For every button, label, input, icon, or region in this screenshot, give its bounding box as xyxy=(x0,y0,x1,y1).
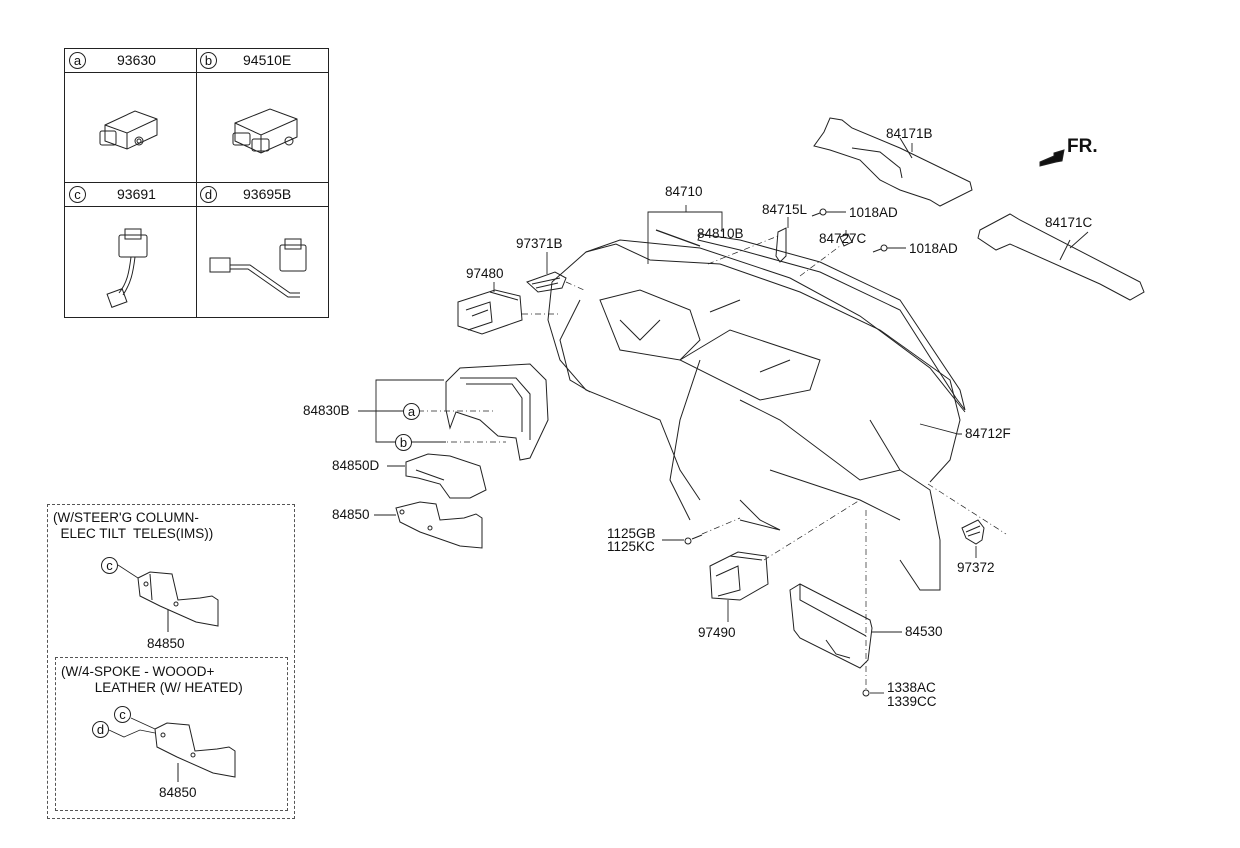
seal-strip-icon xyxy=(655,229,701,247)
option-note-ims: (W/STEER'G COLUMN- ELEC TILT TELES(IMS)) xyxy=(53,510,214,541)
part-label-1338AC[interactable]: 1338AC xyxy=(887,680,936,695)
alignment-lines xyxy=(412,235,1007,690)
nut-1338AC-icon xyxy=(862,689,870,697)
leader-lines xyxy=(358,143,1089,694)
callout-c-heated: c xyxy=(114,706,131,723)
legend-cell-a: a 93630 xyxy=(65,49,196,73)
air-vent-97490-icon xyxy=(709,551,769,601)
part-label-84850D[interactable]: 84850D xyxy=(332,458,380,473)
duct-84171C-icon xyxy=(977,213,1145,301)
part-label-1125GB[interactable]: 1125GB xyxy=(607,526,656,541)
callout-a-icon: a xyxy=(69,52,86,69)
part-label-84830B[interactable]: 84830B xyxy=(303,403,350,418)
option-box-ims xyxy=(47,504,295,819)
column-shroud-heated-icon xyxy=(108,717,236,782)
switch-93695B-icon xyxy=(209,238,307,298)
callout-c-ims: c xyxy=(101,557,118,574)
part-label-97371B[interactable]: 97371B xyxy=(516,236,563,251)
bracket-84715L-icon xyxy=(775,227,787,263)
duct-84171B-icon xyxy=(813,117,973,207)
switch-93691-icon xyxy=(106,228,148,308)
cluster-hood-84830B-icon xyxy=(445,363,549,461)
callout-a-main: a xyxy=(403,403,420,420)
airbag-module-84530-icon xyxy=(789,583,873,669)
callout-c-icon: c xyxy=(69,186,86,203)
legend-divider-horizontal xyxy=(65,182,328,183)
callout-b-main: b xyxy=(395,434,412,451)
part-label-1125KC[interactable]: 1125KC xyxy=(607,539,655,554)
option-box-heated xyxy=(55,657,288,811)
legend-table: a 93630 b 94510E c 93691 d 93695B xyxy=(64,48,329,318)
part-label-84810B[interactable]: 84810B xyxy=(697,226,744,241)
legend-part-c: 93691 xyxy=(117,186,156,202)
part-label-84850[interactable]: 84850 xyxy=(332,507,370,522)
part-label-84850-heated[interactable]: 84850 xyxy=(159,785,197,800)
defroster-grille-84810B-icon xyxy=(697,233,966,411)
clip-84727C-icon xyxy=(839,233,853,247)
part-label-97372[interactable]: 97372 xyxy=(957,560,995,575)
part-label-97490[interactable]: 97490 xyxy=(698,625,736,640)
part-label-84171B[interactable]: 84171B xyxy=(886,126,933,141)
switch-93630-icon xyxy=(99,110,158,150)
side-vent-97372-icon xyxy=(961,519,985,545)
column-shroud-ims-icon xyxy=(117,564,219,632)
bolt-1125GB-icon xyxy=(684,534,703,545)
bolt-1018AD-icon xyxy=(811,208,827,217)
callout-d-heated: d xyxy=(92,721,109,738)
part-label-1018AD-lower[interactable]: 1018AD xyxy=(909,241,958,256)
part-label-84850-ims[interactable]: 84850 xyxy=(147,636,185,651)
air-vent-97480-icon xyxy=(457,289,523,335)
part-label-1339CC[interactable]: 1339CC xyxy=(887,694,937,709)
part-label-84171C[interactable]: 84171C xyxy=(1045,215,1093,230)
column-cover-upper-84850D-icon xyxy=(405,453,487,499)
part-label-97480[interactable]: 97480 xyxy=(466,266,504,281)
part-label-1018AD-upper[interactable]: 1018AD xyxy=(849,205,898,220)
legend-cell-d: d 93695B xyxy=(196,183,329,207)
column-cover-lower-84850-icon xyxy=(395,501,483,549)
front-arrow-icon xyxy=(1039,149,1065,167)
switch-94510E-icon xyxy=(232,108,298,154)
part-label-84727C[interactable]: 84727C xyxy=(819,231,867,246)
callout-b-icon: b xyxy=(200,52,217,69)
part-label-84530[interactable]: 84530 xyxy=(905,624,943,639)
part-label-84710[interactable]: 84710 xyxy=(665,184,703,199)
legend-cell-b: b 94510E xyxy=(196,49,329,73)
bolt-1018AD-2-icon xyxy=(872,244,888,253)
option-note-heated: (W/4-SPOKE - WOOOD+ LEATHER (W/ HEATED) xyxy=(61,664,243,695)
side-vent-97371B-icon xyxy=(526,271,567,293)
legend-part-drawings xyxy=(99,108,307,308)
legend-part-b: 94510E xyxy=(243,52,292,68)
legend-cell-c: c 93691 xyxy=(65,183,196,207)
part-label-84712F[interactable]: 84712F xyxy=(965,426,1011,441)
part-label-84715L[interactable]: 84715L xyxy=(762,202,808,217)
callout-d-icon: d xyxy=(200,186,217,203)
front-direction-label: FR. xyxy=(1067,136,1098,157)
legend-part-a: 93630 xyxy=(117,52,156,68)
legend-part-d: 93695B xyxy=(243,186,292,202)
legend-divider-vertical xyxy=(196,49,197,317)
